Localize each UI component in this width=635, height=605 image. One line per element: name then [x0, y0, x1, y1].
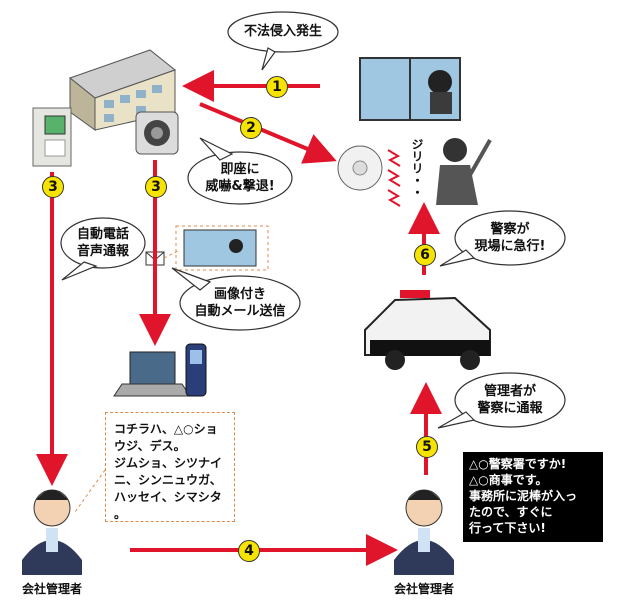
- step-badge-1: 1: [266, 76, 288, 98]
- auto-voice-message-box: コチラハ、△○ショ ウジ、デス。 ジムショ、シツナイ ニ、シンニュウガ、 ハッセ…: [105, 412, 235, 522]
- bubble-threat-line1: 即座に: [220, 162, 260, 177]
- laptop-icon: [113, 351, 191, 397]
- auto-voice-line: ハッセイ、シマシタ: [114, 490, 222, 504]
- manager-left-icon: [22, 489, 82, 575]
- police-car-icon: [364, 290, 491, 370]
- bubble-auto-call-tail: [61, 261, 98, 281]
- bubble-threat: [187, 151, 293, 205]
- step-badge-3-right: 3: [145, 176, 167, 198]
- bubble-intrusion-text: 不法侵入発生: [243, 24, 322, 39]
- bubble-police-rush-line2: 現場に急行!: [474, 239, 546, 254]
- fleeing-burglar-icon: [436, 138, 492, 205]
- call-box-connector: [74, 469, 106, 513]
- manager-right-icon: [394, 489, 454, 575]
- bubble-auto-call-text: 自動電話 音声通報: [63, 226, 143, 260]
- manager-call-line: 行って下さい!: [469, 521, 546, 535]
- bubble-auto-call-line1: 自動電話: [76, 227, 129, 242]
- burglar-window-icon: [359, 57, 461, 121]
- manager-call-line: たので、すぐに: [469, 505, 553, 519]
- auto-voice-line: ニ、シンニュウガ、: [114, 473, 222, 487]
- mobile-phone-icon: [185, 343, 207, 397]
- bubble-police-rush-text: 警察が 現場に急行!: [460, 221, 560, 255]
- bubble-threat-tail: [199, 137, 234, 161]
- bubble-manager-report-tail: [437, 411, 476, 429]
- bubble-manager-report-line1: 管理者が: [483, 384, 536, 399]
- bubble-manager-report: [454, 372, 566, 428]
- bubble-threat-line2: 威嚇&撃退!: [205, 179, 275, 194]
- manager-call-line: 事務所に泥棒が入っ: [469, 489, 578, 503]
- security-camera-icon: [135, 111, 179, 155]
- auto-voice-line: ウジ、デス。: [114, 439, 186, 453]
- manager-call-line: △○商事です。: [469, 473, 548, 487]
- bubble-manager-report-text: 管理者が 警察に通報: [460, 383, 560, 417]
- manager-right-caption: 会社管理者: [393, 582, 454, 596]
- security-panel-icon: [32, 107, 72, 167]
- bubble-image-mail: [179, 275, 301, 331]
- manager-call-message-box: △○警察署ですか! △○商事です。 事務所に泥棒が入っ たので、すぐに 行って下…: [463, 452, 603, 542]
- step-badge-5: 5: [416, 436, 438, 458]
- bubble-police-rush-tail: [439, 249, 476, 267]
- image-thumbnail-icon: [175, 225, 269, 271]
- bubble-manager-report-line2: 警察に通報: [477, 401, 543, 416]
- bubble-police-rush: [454, 210, 566, 266]
- siren-sound-text: ジリリ・・: [410, 138, 424, 198]
- auto-voice-line: 。: [114, 507, 127, 521]
- bubble-auto-call-line2: 音声通報: [76, 244, 129, 259]
- siren-alarm-icon: [337, 145, 401, 207]
- step-badge-4: 4: [238, 540, 260, 562]
- step-badge-6: 6: [414, 244, 436, 266]
- bubble-auto-call: [60, 217, 146, 269]
- auto-voice-line: ジムショ、シツナイ: [114, 456, 223, 470]
- bubble-intrusion: [227, 11, 339, 53]
- manager-call-line: △○警察署ですか!: [469, 457, 567, 471]
- bubble-image-mail-line1: 画像付き: [213, 287, 266, 302]
- step-badge-2: 2: [240, 117, 262, 139]
- manager-left-caption: 会社管理者: [21, 582, 82, 596]
- auto-voice-line: コチラハ、△○ショ: [114, 422, 218, 436]
- bubble-image-mail-line2: 自動メール送信: [194, 304, 286, 319]
- bubble-image-mail-tail: [171, 267, 212, 291]
- bubble-threat-text: 即座に 威嚇&撃退!: [190, 161, 290, 195]
- bubble-police-rush-line1: 警察が: [490, 222, 530, 237]
- bubble-image-mail-text: 画像付き 自動メール送信: [185, 286, 295, 320]
- step-badge-3-left: 3: [42, 176, 64, 198]
- bubble-intrusion-tail: [261, 47, 276, 71]
